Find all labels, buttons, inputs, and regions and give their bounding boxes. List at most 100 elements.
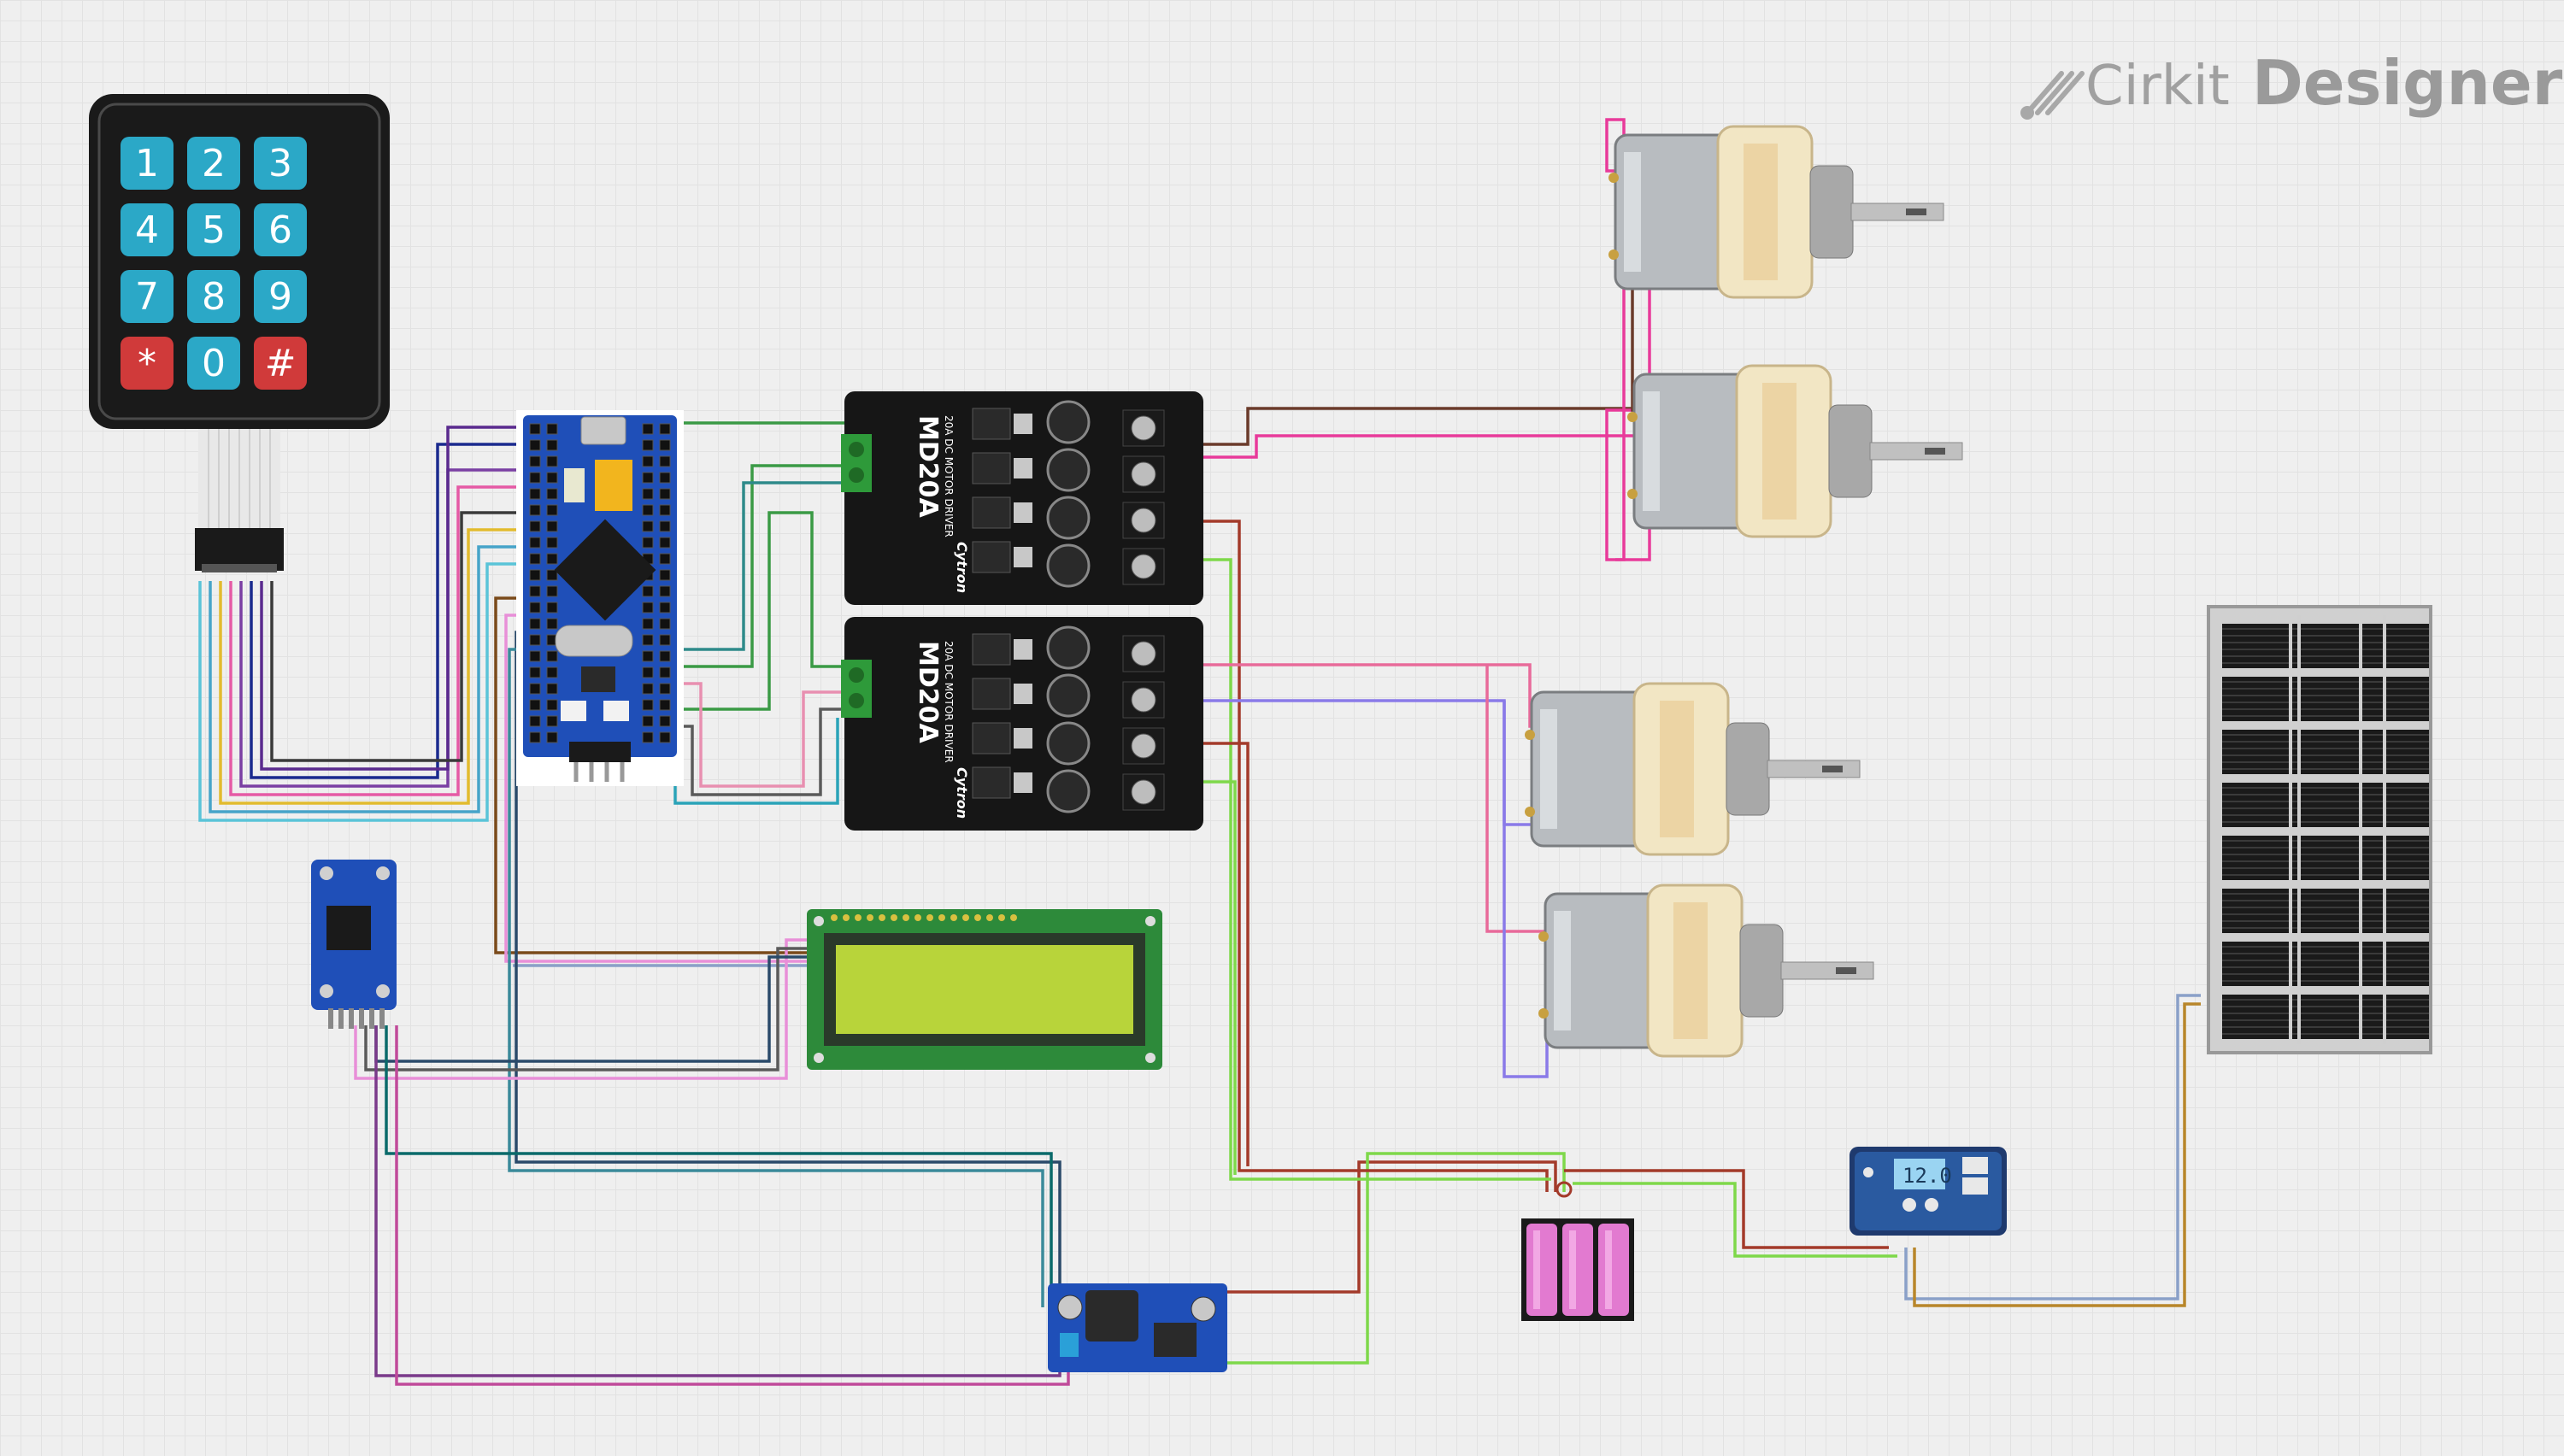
lcd-16x2[interactable] xyxy=(807,909,1162,1070)
reset-button[interactable] xyxy=(564,468,585,502)
boot-jumpers[interactable] xyxy=(595,460,632,511)
led xyxy=(603,701,629,721)
rtc-module-ds3231[interactable] xyxy=(311,860,397,1029)
wire-bp-drv2-c[interactable] xyxy=(658,707,855,796)
keypad-key-0[interactable]: 0 xyxy=(187,337,240,390)
dc-motor-2[interactable] xyxy=(1627,364,1963,538)
led xyxy=(561,701,586,721)
cc-button[interactable] xyxy=(1902,1198,1916,1212)
keypad-key-4[interactable]: 4 xyxy=(121,203,173,256)
keypad-key-2[interactable]: 2 xyxy=(187,137,240,190)
wire-buck-bat-1[interactable] xyxy=(1214,1160,1557,1294)
keypad-key-9[interactable]: 9 xyxy=(254,270,307,323)
keypad-key-label: * xyxy=(138,342,156,385)
wire-drv2-motor-1[interactable] xyxy=(1162,663,1547,728)
wire-cc-solar-1[interactable] xyxy=(1904,994,2201,1300)
mcu-chip xyxy=(554,519,656,621)
wire-rtc-lcd-3[interactable] xyxy=(374,955,808,1063)
keypad-key-label: 5 xyxy=(202,208,226,252)
wire-keypad-3[interactable] xyxy=(229,485,530,796)
keypad-key-5[interactable]: 5 xyxy=(187,203,240,256)
usb-port xyxy=(580,416,626,445)
driver-brand: Cytron xyxy=(954,767,970,819)
swd-header xyxy=(569,742,631,782)
keypad-key-1[interactable]: 1 xyxy=(121,137,173,190)
regulator-ic xyxy=(1154,1323,1197,1357)
wire-drv-bat-2[interactable] xyxy=(1197,558,1551,1181)
wire-rtc-lcd-1[interactable] xyxy=(354,938,808,1080)
battery-pack-3s[interactable] xyxy=(1521,1181,1634,1321)
keypad-key-label: 7 xyxy=(135,275,159,319)
wire-keypad-1[interactable] xyxy=(209,545,530,813)
wire-rtc-lcd-2[interactable] xyxy=(364,947,808,1071)
cc-display-value: 12.0 xyxy=(1902,1164,1952,1188)
wire-motor1-loop[interactable] xyxy=(1605,118,1650,561)
driver-subtitle: 20A DC MOTOR DRIVER xyxy=(943,641,955,763)
usb-port xyxy=(1962,1157,1988,1174)
lcd-header-pins xyxy=(831,914,1017,921)
wire-drv-bat-3[interactable] xyxy=(1197,742,1250,1166)
wire-keypad-8[interactable] xyxy=(198,562,530,822)
crystal xyxy=(555,625,633,657)
wire-keypad-7[interactable] xyxy=(270,511,530,762)
keypad-key-label: 6 xyxy=(268,208,292,252)
wire-bp-drv2-b[interactable] xyxy=(658,682,855,788)
solar-panel[interactable] xyxy=(2207,605,2432,1054)
wire-drv-bat-4[interactable] xyxy=(1197,780,1237,1175)
keypad-key-star[interactable]: * xyxy=(121,337,173,390)
bluepill-left-header xyxy=(529,423,558,743)
wire-keypad-2[interactable] xyxy=(219,528,530,805)
wire-drv2-motor-4[interactable] xyxy=(1503,701,1549,1078)
solar-charge-controller[interactable]: 12.0 xyxy=(1849,1147,2007,1236)
wire-bp-drv1-c[interactable] xyxy=(658,481,855,651)
driver-model: MD20A xyxy=(913,415,943,519)
keypad-key-7[interactable]: 7 xyxy=(121,270,173,323)
dc-motor-4[interactable] xyxy=(1538,884,1874,1058)
brand-prefix: Cirkit xyxy=(2085,55,2230,118)
keypad-key-hash[interactable]: # xyxy=(254,337,307,390)
driver-model: MD20A xyxy=(913,641,943,744)
potentiometer[interactable] xyxy=(1060,1333,1079,1357)
keypad-ribbon-cable xyxy=(195,429,284,572)
cc-display xyxy=(1894,1159,1945,1189)
keypad-key-label: 0 xyxy=(202,342,226,385)
keypad-key-label: 3 xyxy=(268,142,292,185)
keypad-key-3[interactable]: 3 xyxy=(254,137,307,190)
wire-keypad-5[interactable] xyxy=(250,443,530,779)
buck-converter-lm2596[interactable] xyxy=(1048,1283,1227,1372)
wire-keypad-6[interactable] xyxy=(260,426,530,771)
stm32-bluepill[interactable] xyxy=(516,410,684,786)
wire-drv2-motor-3[interactable] xyxy=(1485,665,1547,933)
driver-brand: Cytron xyxy=(954,542,970,593)
driver-subtitle: 20A DC MOTOR DRIVER xyxy=(943,415,955,537)
wire-drv1-motor-2[interactable] xyxy=(1162,434,1650,459)
wire-bp-drv2-a[interactable] xyxy=(658,511,855,711)
wire-drv2-motor-2[interactable] xyxy=(1162,699,1538,826)
logo-icon xyxy=(2020,71,2085,120)
cc-button[interactable] xyxy=(1925,1198,1938,1212)
keypad-key-6[interactable]: 6 xyxy=(254,203,307,256)
wire-bat-cc-2[interactable] xyxy=(1573,1182,1897,1258)
keypad-key-label: 1 xyxy=(135,142,159,185)
keypad-key-label: 8 xyxy=(202,275,226,319)
cirkit-designer-logo: Cirkit Designer xyxy=(2020,47,2563,120)
dc-motor-1[interactable] xyxy=(1608,125,1944,299)
keypad-key-8[interactable]: 8 xyxy=(187,270,240,323)
wire-bat-cc-1[interactable] xyxy=(1564,1169,1889,1249)
wire-buck-bat-2[interactable] xyxy=(1214,1152,1566,1365)
wire-bp-drv1-a[interactable] xyxy=(658,421,848,444)
wire-bp-drv1-b[interactable] xyxy=(658,464,855,668)
dc-motor-3[interactable] xyxy=(1525,682,1861,856)
bluepill-right-header xyxy=(642,423,671,743)
wire-rtc-buck-1[interactable] xyxy=(385,1025,1053,1307)
wire-keypad-4[interactable] xyxy=(239,468,530,788)
keypad-key-label: # xyxy=(265,342,297,385)
wire-cc-solar-2[interactable] xyxy=(1913,1002,2201,1307)
wire-drv1-motor-1[interactable] xyxy=(1162,407,1654,446)
wire-bp-lcd-1[interactable] xyxy=(494,596,808,954)
inductor xyxy=(1085,1290,1138,1342)
